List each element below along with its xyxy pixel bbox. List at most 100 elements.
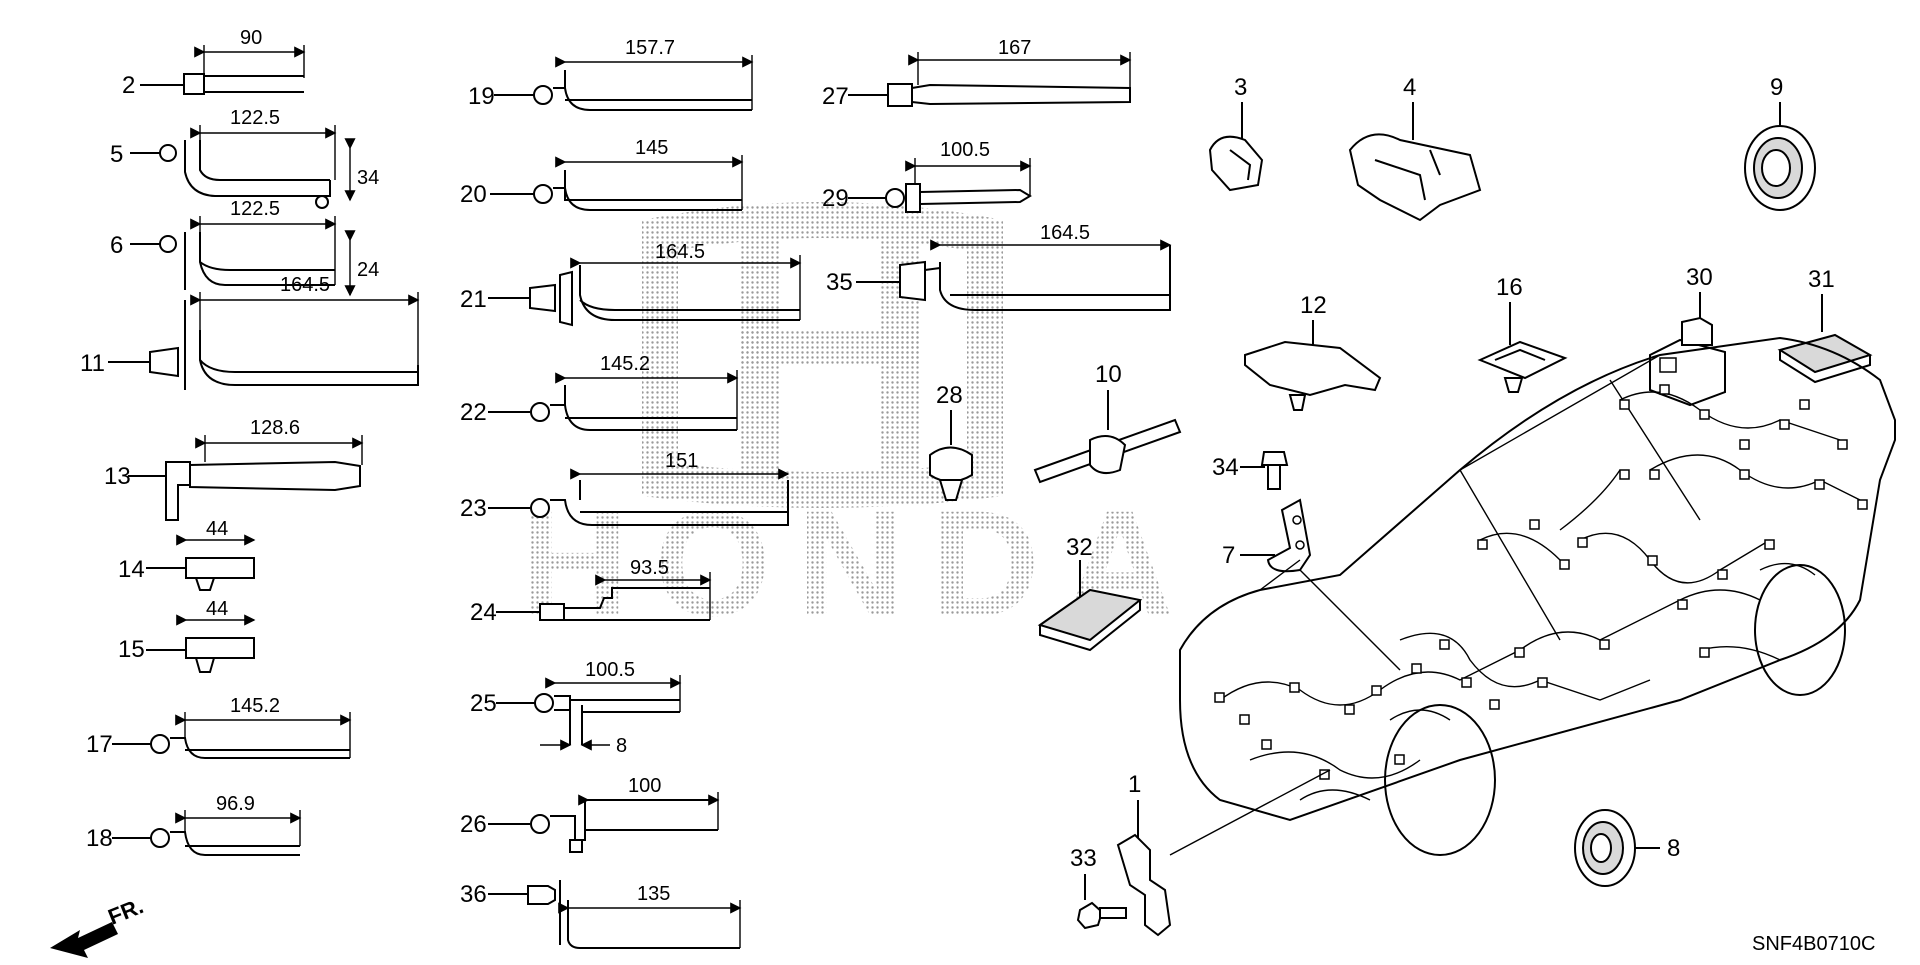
dimension-label: 93.5 (630, 557, 669, 579)
part-27: 27 167 (822, 37, 1132, 110)
dimension-label: 44 (206, 518, 228, 540)
part-label: 7 (1222, 542, 1235, 569)
diagram-code: SNF4B0710C (1752, 933, 1875, 955)
dimension-label: 100.5 (940, 139, 990, 161)
front-direction-indicator: FR. (50, 893, 147, 958)
part-11: 11 164.5 (80, 274, 420, 390)
part-36: 36 135 (460, 880, 742, 949)
part-12: 12 (1244, 292, 1382, 411)
part-label: 12 (1300, 292, 1327, 319)
part-35: 35 164.5 (826, 222, 1172, 311)
part-23: 23 151 (460, 450, 790, 526)
part-32: 32 (1037, 534, 1143, 652)
part-label: 1 (1128, 771, 1141, 798)
dimension-label: 100.5 (585, 659, 635, 681)
part-label: 35 (826, 269, 853, 296)
front-arrow-label: FR. (105, 893, 147, 929)
part-13: 13 128.6 (104, 417, 364, 521)
part-label: 24 (470, 599, 497, 626)
part-label: 4 (1403, 74, 1416, 101)
part-10: 10 (1033, 361, 1182, 484)
part-label: 6 (110, 232, 123, 259)
part-label: 8 (1667, 835, 1680, 862)
part-29: 29 100.5 (822, 139, 1032, 213)
part-15: 15 44 (118, 598, 256, 673)
part-18: 18 96.9 (86, 793, 302, 856)
part-label: 34 (1212, 454, 1239, 481)
dimension-label-height: 24 (357, 259, 379, 281)
dimension-label: 145.2 (230, 695, 280, 717)
part-30: 30 (1649, 264, 1726, 407)
part-1: 1 (1116, 771, 1172, 937)
part-label: 3 (1234, 74, 1247, 101)
part-6: 6 122.5 24 (110, 198, 379, 297)
part-label: 26 (460, 811, 487, 838)
part-label: 32 (1066, 534, 1093, 561)
part-label: 9 (1770, 74, 1783, 101)
dimension-label: 167 (998, 37, 1031, 59)
part-label: 19 (468, 83, 495, 110)
part-21: 21 164.5 (460, 241, 802, 327)
part-5: 5 122.5 34 (110, 107, 379, 209)
harness-connectors (1214, 384, 1868, 780)
part-label: 31 (1808, 266, 1835, 293)
car-harness-illustration (1169, 336, 1896, 856)
dimension-label: 96.9 (216, 793, 255, 815)
honda-logo-watermark: HONDA (520, 202, 1174, 647)
dimension-label: 164.5 (655, 241, 705, 263)
part-label: 14 (118, 556, 145, 583)
part-24: 24 93.5 (470, 557, 712, 626)
dimension-label: 100 (628, 775, 661, 797)
part-label: 23 (460, 495, 487, 522)
part-label: 21 (460, 286, 487, 313)
part-label: 33 (1070, 845, 1097, 872)
part-2: 2 90 (122, 27, 306, 99)
part-label: 30 (1686, 264, 1713, 291)
part-14: 14 44 (118, 518, 256, 591)
part-label: 17 (86, 731, 113, 758)
part-label: 28 (936, 382, 963, 409)
dimension-label: 151 (665, 450, 698, 472)
part-label: 29 (822, 185, 849, 212)
part-label: 11 (80, 350, 105, 377)
part-label: 36 (460, 881, 487, 908)
part-17: 17 145.2 (86, 695, 352, 759)
dimension-label: 164.5 (1040, 222, 1090, 244)
part-4: 4 (1348, 74, 1482, 222)
part-label: 18 (86, 825, 113, 852)
dimension-label: 122.5 (230, 107, 280, 129)
dimension-label: 164.5 (280, 274, 330, 296)
part-16: 16 (1477, 274, 1568, 393)
part-label: 16 (1496, 274, 1523, 301)
part-label: 2 (122, 72, 135, 99)
dimension-label: 135 (637, 883, 670, 905)
dimension-label: 145.2 (600, 353, 650, 375)
part-26: 26 100 (460, 775, 720, 853)
part-28: 28 (929, 382, 973, 501)
part-label: 13 (104, 463, 131, 490)
dimension-label-height: 34 (357, 167, 379, 189)
dimension-label: 90 (240, 27, 262, 49)
part-19: 19 157.7 (468, 37, 754, 111)
dimension-label: 145 (635, 137, 668, 159)
part-label: 5 (110, 141, 123, 168)
part-label: 27 (822, 83, 849, 110)
part-34: 34 (1212, 451, 1289, 490)
dimension-label: 128.6 (250, 417, 300, 439)
dimension-label: 122.5 (230, 198, 280, 220)
part-label: 22 (460, 399, 487, 426)
part-33: 33 (1070, 845, 1127, 930)
part-3: 3 (1208, 74, 1264, 192)
part-25: 25 100.5 8 (470, 659, 682, 757)
part-label: 15 (118, 636, 145, 663)
part-9: 9 (1744, 74, 1816, 211)
front-arrow-icon (50, 922, 118, 958)
dimension-label-gap: 8 (616, 735, 627, 757)
part-20: 20 145 (460, 137, 744, 211)
part-label: 10 (1095, 361, 1122, 388)
part-8: 8 (1574, 809, 1680, 887)
dimension-label: 44 (206, 598, 228, 620)
part-31: 31 (1777, 266, 1873, 384)
